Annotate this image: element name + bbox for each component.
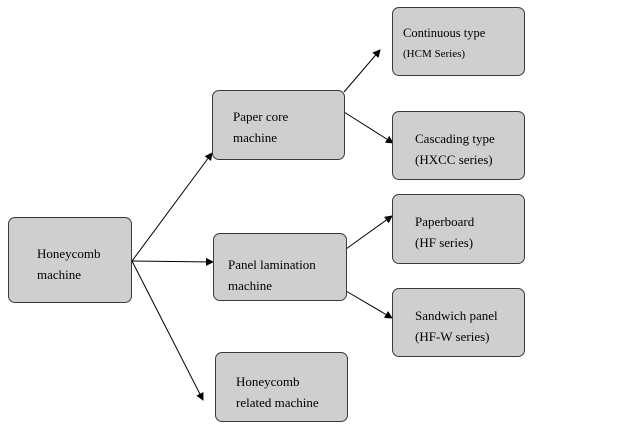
node-line: Honeycomb (236, 374, 300, 389)
arrow-root-to-related (131, 260, 204, 401)
node-word: Paper (233, 109, 263, 124)
node-line: (HCM Series) (403, 48, 466, 60)
node-line: machine (233, 130, 278, 145)
node-cascading-type: Cascading type (HXCC series) (392, 111, 525, 180)
node-paper-core-machine: Paper core machine (212, 90, 345, 160)
arrow-root-to-panel-lamination (131, 257, 214, 266)
node-sandwich-panel: Sandwich panel (HF-W series) (392, 288, 525, 357)
arrow-paper-core-to-continuous (343, 49, 381, 93)
node-line: Sandwich panel (415, 308, 498, 323)
node-line-justified: Panel lamination (228, 254, 336, 275)
node-line: related machine (236, 395, 319, 410)
node-line: machine (228, 278, 273, 293)
node-line: Cascading type (415, 131, 495, 146)
arrow-panel-to-paperboard (345, 215, 393, 250)
node-line: Honeycomb (37, 246, 101, 261)
node-line: (HF-W series) (415, 329, 490, 344)
node-line: machine (37, 267, 82, 282)
node-word: lamination (260, 257, 316, 272)
node-paperboard: Paperboard (HF series) (392, 194, 525, 264)
node-line: Continuous type (403, 26, 486, 40)
node-line-justified: Paper core (233, 106, 328, 127)
node-honeycomb-related-machine: Honeycomb related machine (215, 352, 348, 422)
arrow-root-to-paper-core (131, 152, 213, 262)
node-word: core (265, 109, 289, 124)
node-word: Panel (228, 257, 257, 272)
node-panel-lamination-machine: Panel lamination machine (213, 233, 347, 301)
arrow-paper-core-to-cascading (343, 111, 394, 144)
node-line: Paperboard (415, 214, 475, 229)
node-line: (HF series) (415, 235, 474, 250)
node-honeycomb-machine: Honeycomb machine (8, 217, 132, 303)
arrow-panel-to-sandwich (345, 290, 393, 319)
node-line: (HXCC series) (415, 152, 493, 167)
node-continuous-type: Continuous type (HCM Series) (392, 7, 525, 76)
